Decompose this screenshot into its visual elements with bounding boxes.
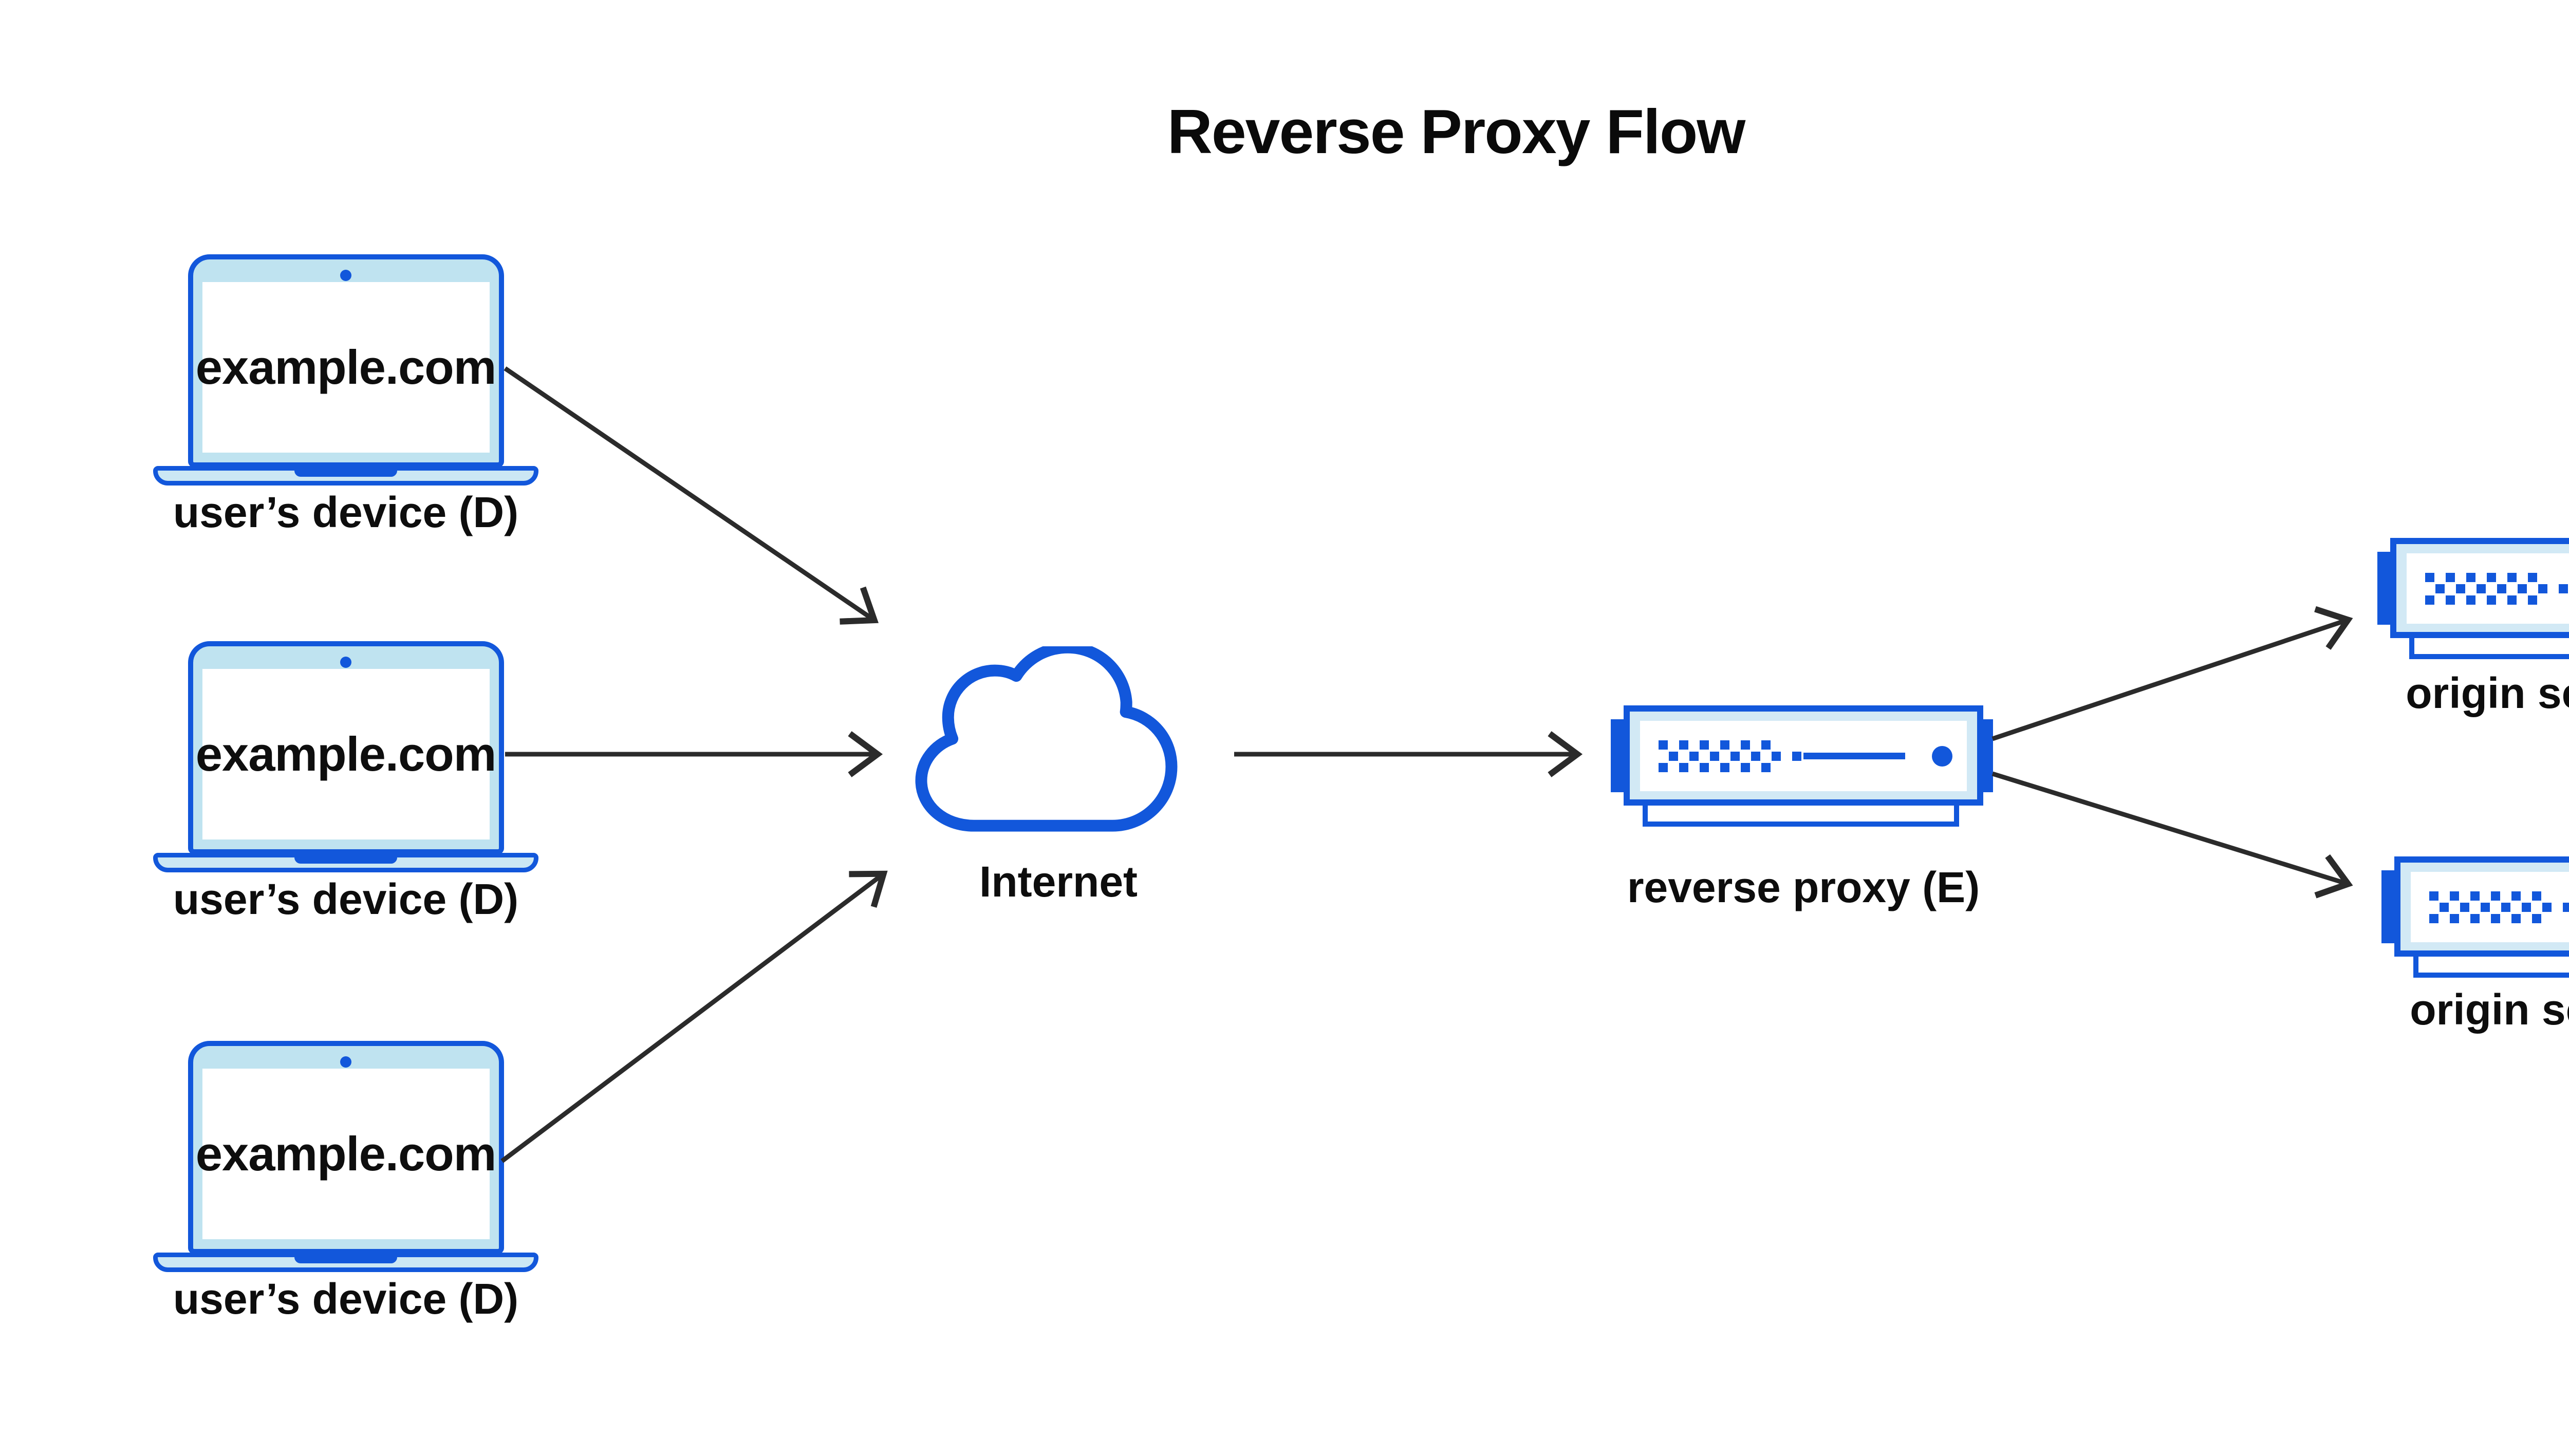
server-body (1624, 705, 1983, 806)
reverse-proxy-label: reverse proxy (E) (1627, 863, 1980, 911)
device-label: user’s device (D) (173, 488, 519, 536)
laptop-device-3: example.com user’s device (D) (153, 1041, 538, 1324)
laptop-lid: example.com (188, 1041, 504, 1254)
laptop-device-1: example.com user’s device (D) (153, 254, 538, 537)
laptop-screen: example.com (196, 669, 496, 839)
laptop-device-2: example.com user’s device (D) (153, 641, 538, 924)
webcam-icon (340, 270, 351, 281)
server-front-panel (2411, 872, 2569, 942)
screen-url-text: example.com (195, 1127, 497, 1181)
arrow-device3-to-internet (500, 870, 888, 1163)
laptop-base (153, 853, 538, 872)
webcam-icon (340, 657, 351, 668)
server-vents-icon (1659, 740, 1801, 772)
laptop-base-notch (294, 856, 397, 864)
internet-label: Internet (979, 857, 1138, 906)
arrow-device1-to-internet (504, 366, 879, 625)
laptop-screen: example.com (196, 282, 496, 453)
screen-url-text: example.com (195, 727, 497, 781)
laptop-base (153, 1253, 538, 1272)
origin-server-label: origin server (F) (2410, 985, 2569, 1034)
origin-server-2: origin server (F) (2381, 856, 2569, 1034)
server-slot-line (1803, 753, 1905, 759)
webcam-icon (340, 1056, 351, 1068)
server-led-icon (1932, 745, 1952, 767)
reverse-proxy-server: reverse proxy (E) (1611, 705, 1996, 911)
arrow-proxy-to-origin1 (1991, 606, 2353, 741)
server-body (2394, 856, 2569, 957)
laptop-screen: example.com (196, 1069, 496, 1239)
origin-server-1: origin server (F) (2377, 538, 2569, 717)
server-body (2390, 538, 2569, 638)
laptop-lid: example.com (188, 254, 504, 468)
laptop-base-notch (294, 1256, 397, 1263)
laptop-base (153, 466, 538, 486)
page-title: Reverse Proxy Flow (1167, 97, 1746, 166)
screen-url-text: example.com (195, 340, 497, 394)
server-front-panel (1640, 721, 1967, 791)
server-vents-icon (2425, 572, 2568, 605)
laptop-base-notch (294, 470, 397, 477)
laptop-lid: example.com (188, 641, 504, 854)
device-label: user’s device (D) (173, 1275, 519, 1323)
server-vents-icon (2429, 891, 2569, 923)
server-front-panel (2407, 553, 2569, 624)
origin-server-label: origin server (F) (2406, 669, 2569, 717)
internet-cloud-icon (915, 646, 1178, 832)
device-label: user’s device (D) (173, 875, 519, 923)
arrow-proxy-to-origin2 (1991, 771, 2353, 899)
